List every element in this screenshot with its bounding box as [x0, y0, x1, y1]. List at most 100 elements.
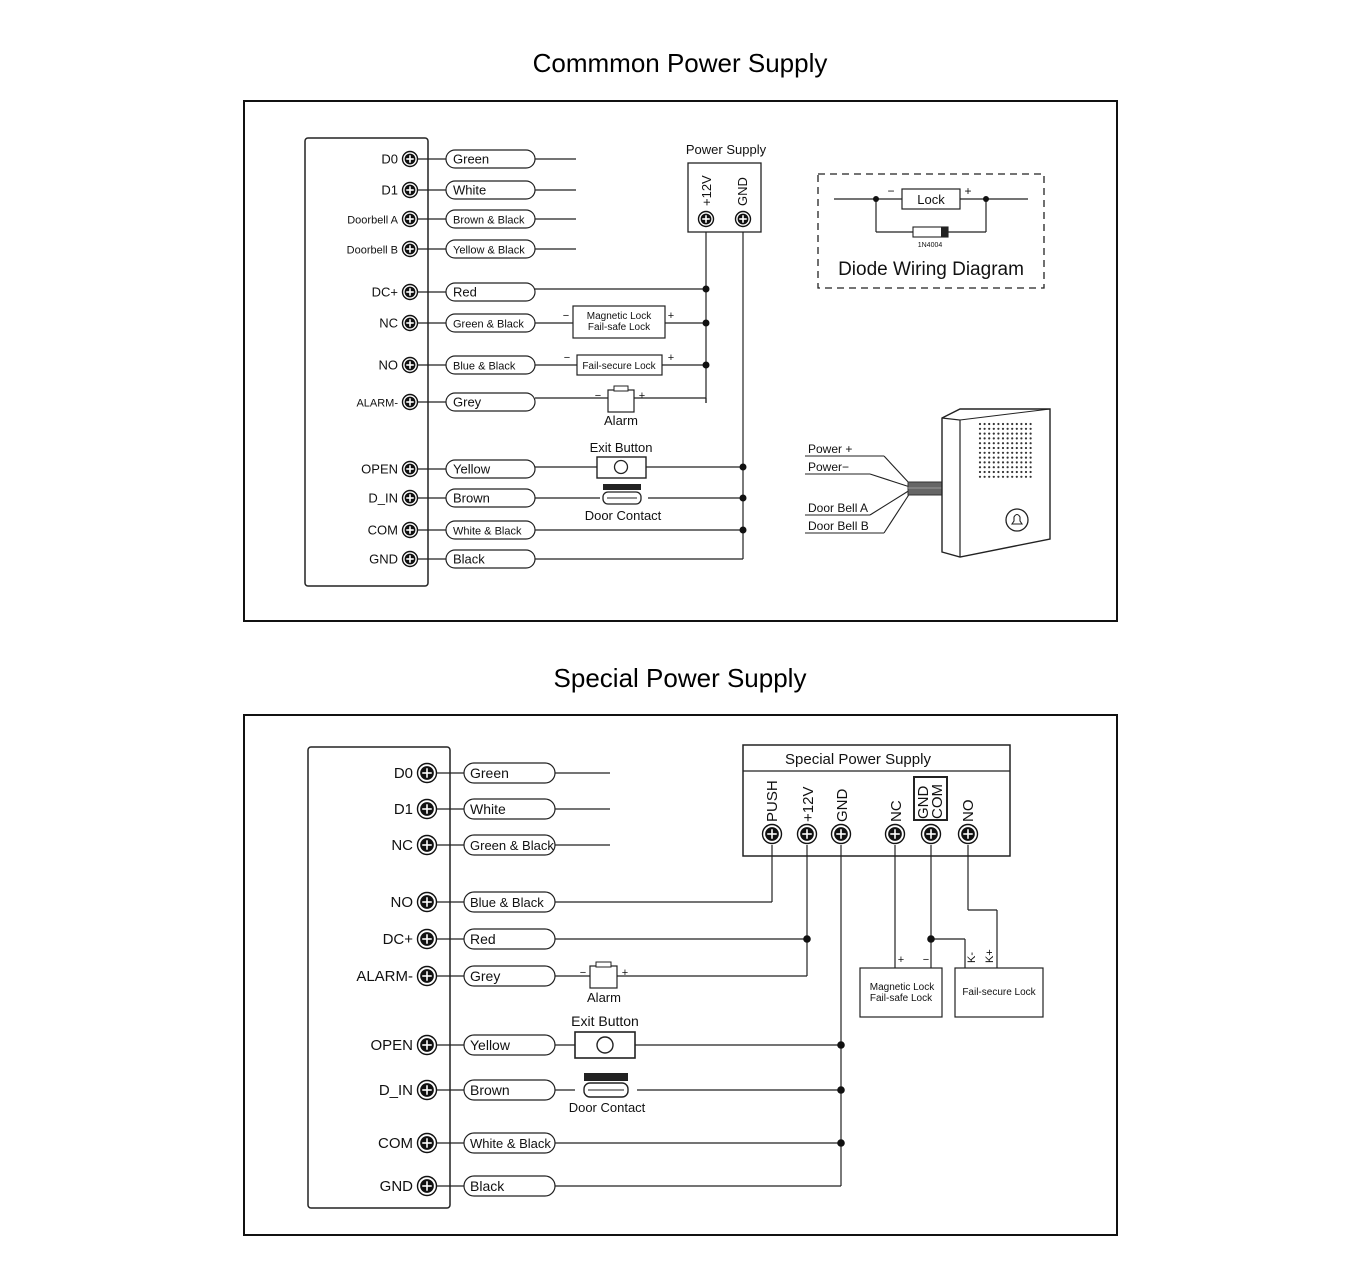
- diode-circuit-lines: [834, 198, 1028, 233]
- wire-tag-yellow: [445, 459, 536, 479]
- psu-nc-screw-icon: [884, 823, 906, 845]
- terminal-label-d0: D0: [381, 152, 398, 167]
- terminal-label-com: COM: [368, 523, 398, 538]
- wire-label: Brown: [453, 491, 490, 506]
- special-wire-label: Red: [470, 931, 496, 947]
- terminal-screw-icon: [401, 314, 419, 332]
- maglock-minus: −: [563, 310, 569, 322]
- common-power-title: Commmon Power Supply: [532, 48, 828, 78]
- special-wire-label: Green: [470, 765, 509, 781]
- special-wire-label: Grey: [470, 968, 500, 984]
- diode-lock-minus: −: [887, 184, 894, 198]
- terminal-screw-icon: [401, 240, 419, 258]
- psu-gnd-2-label: GND: [915, 786, 932, 820]
- wire-label: Black: [453, 552, 485, 567]
- special-terminal-label-com: COM: [378, 1135, 413, 1152]
- exit-button-label: Exit Button: [590, 440, 653, 455]
- terminal-screw-icon: [401, 393, 419, 411]
- wire-label: Brown & Black: [453, 215, 525, 227]
- diode-dot-right: [983, 196, 989, 202]
- psu-no-screw-icon: [957, 823, 979, 845]
- special-maglock-plus: +: [898, 954, 904, 966]
- special-terminal-screw-icon: [416, 798, 438, 820]
- alarm-plus: +: [639, 390, 645, 402]
- special-terminal-screw-icon: [416, 834, 438, 856]
- special-terminal-label-gnd: GND: [380, 1178, 414, 1195]
- wire-label: Green: [453, 152, 489, 167]
- special-terminal-screw-icon: [416, 1175, 438, 1197]
- psu-com-label: COM: [929, 784, 946, 819]
- diode-diagram-frame: [817, 173, 1045, 289]
- wire-label: Grey: [453, 395, 482, 410]
- special-wire-label: Black: [470, 1178, 505, 1194]
- psu-com-screw-icon: [920, 823, 942, 845]
- special-door-contact-label: Door Contact: [569, 1100, 646, 1115]
- special-maglock-minus: −: [923, 954, 929, 966]
- terminal-screw-icon: [401, 283, 419, 301]
- special-bus-lines: [555, 772, 998, 1187]
- special-terminal-label-d0: D0: [394, 765, 413, 782]
- special-alarm-minus: −: [580, 967, 586, 979]
- special-wire-label: White & Black: [470, 1136, 551, 1151]
- special-terminal-screw-icon: [416, 1132, 438, 1154]
- terminal-label-open: OPEN: [361, 462, 398, 477]
- maglock-box: [572, 305, 666, 339]
- special-terminal-screw-icon: [416, 891, 438, 913]
- diode-dot-left: [873, 196, 879, 202]
- special-terminal-label-open: OPEN: [370, 1037, 413, 1054]
- terminal-label-no: NO: [379, 358, 399, 373]
- diode-lock-label: Lock: [917, 192, 945, 207]
- wire-label: Red: [453, 285, 477, 300]
- terminal-screw-icon: [401, 489, 419, 507]
- diode-part-label: 1N4004: [918, 242, 943, 249]
- wire-label: Blue & Black: [453, 361, 516, 373]
- maglock-plus: +: [668, 310, 674, 322]
- psu-pos-label: +12V: [699, 175, 714, 206]
- terminal-label-gnd: GND: [369, 552, 398, 567]
- common-panel-frame: [243, 100, 1118, 622]
- special-k-minus: K-: [966, 952, 978, 963]
- doorbell-bell-b: Door Bell B: [808, 519, 869, 533]
- diode-symbol-icon: [912, 226, 949, 238]
- special-power-title: Special Power Supply: [553, 663, 807, 693]
- special-controller-block: [307, 746, 451, 1209]
- terminal-screw-icon: [401, 150, 419, 168]
- special-junction-dots: [803, 935, 935, 1147]
- special-wire-label: Green & Black: [470, 838, 554, 853]
- alarm-icon: [607, 385, 635, 413]
- psu-gnd-screw-icon: [830, 823, 852, 845]
- psu-pos-screw-icon: [697, 210, 715, 228]
- special-terminal-label-d-in: D_IN: [379, 1082, 413, 1099]
- psu-nc-label: NC: [888, 800, 905, 822]
- special-door-contact-icon: [583, 1073, 629, 1098]
- psu-screw-group: [697, 210, 752, 228]
- maglock-label-2: Fail-safe Lock: [588, 322, 651, 333]
- special-terminal-label-nc: NC: [391, 837, 413, 854]
- terminal-label-d-in: D_IN: [368, 491, 398, 506]
- special-wire-label: Brown: [470, 1082, 510, 1098]
- wire-label: Yellow & Black: [453, 245, 525, 257]
- door-contact-label: Door Contact: [585, 508, 662, 523]
- special-maglock-box: [859, 967, 943, 1018]
- doorbell-power-minus: Power−: [808, 460, 849, 474]
- exit-button-icon: [596, 456, 647, 479]
- common-controller-block: [304, 137, 429, 587]
- psu-gnd-label: GND: [735, 177, 750, 206]
- terminal-screw-icon: [401, 181, 419, 199]
- psu-12v-screw-icon: [796, 823, 818, 845]
- special-wire-label: Yellow: [470, 1037, 511, 1053]
- special-psu-box: [742, 744, 1011, 857]
- power-supply-label: Power Supply: [686, 142, 767, 157]
- diode-lock-plus: +: [964, 184, 971, 198]
- diode-caption: Diode Wiring Diagram: [838, 259, 1024, 280]
- special-terminal-screw-icon: [416, 1034, 438, 1056]
- doorbell-power-plus: Power +: [808, 442, 852, 456]
- special-alarm-plus: +: [622, 967, 628, 979]
- maglock-label-1: Magnetic Lock: [587, 311, 652, 322]
- special-failsecure-box: [954, 967, 1044, 1018]
- wire-label: White: [453, 183, 486, 198]
- failsecure-plus: +: [668, 352, 674, 364]
